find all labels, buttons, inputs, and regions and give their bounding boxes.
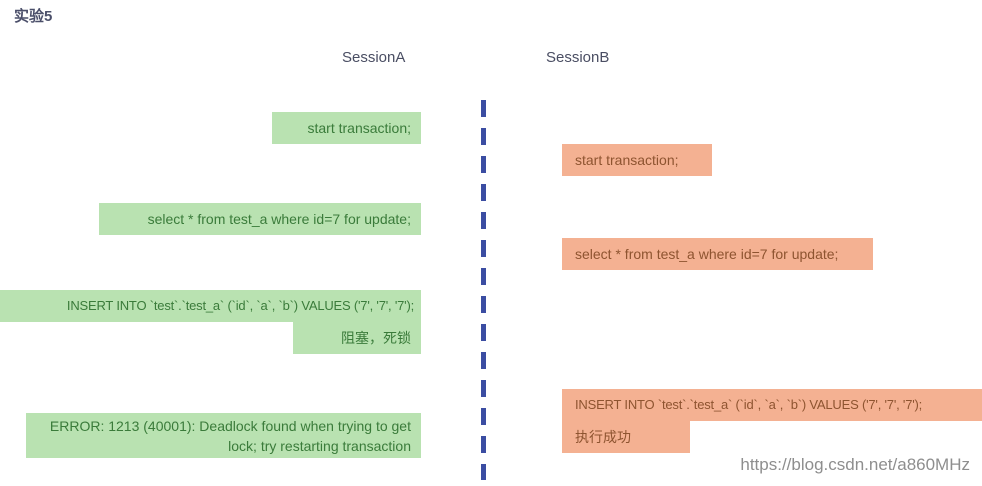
column-header-session-b: SessionB [546,49,610,66]
session-b-step-select-for-update: select * from test_a where id=7 for upda… [562,238,873,270]
session-a-status-blocked-deadlock: 阻塞，死锁 [293,322,421,354]
session-a-error-deadlock-message: ERROR: 1213 (40001): Deadlock found when… [26,413,421,458]
session-a-step-start-transaction: start transaction; [272,112,421,144]
session-b-status-success: 执行成功 [562,421,690,453]
session-a-step-select-for-update: select * from test_a where id=7 for upda… [99,203,421,235]
session-divider-dashed-line [481,100,486,480]
session-a-step-insert: INSERT INTO `test`.`test_a` (`id`, `a`, … [0,290,421,322]
session-b-step-insert: INSERT INTO `test`.`test_a` (`id`, `a`, … [562,389,982,421]
session-b-step-start-transaction: start transaction; [562,144,712,176]
column-header-session-a: SessionA [342,49,406,66]
watermark-url: https://blog.csdn.net/a860MHz [740,455,970,474]
page-title: 实验5 [14,8,53,25]
